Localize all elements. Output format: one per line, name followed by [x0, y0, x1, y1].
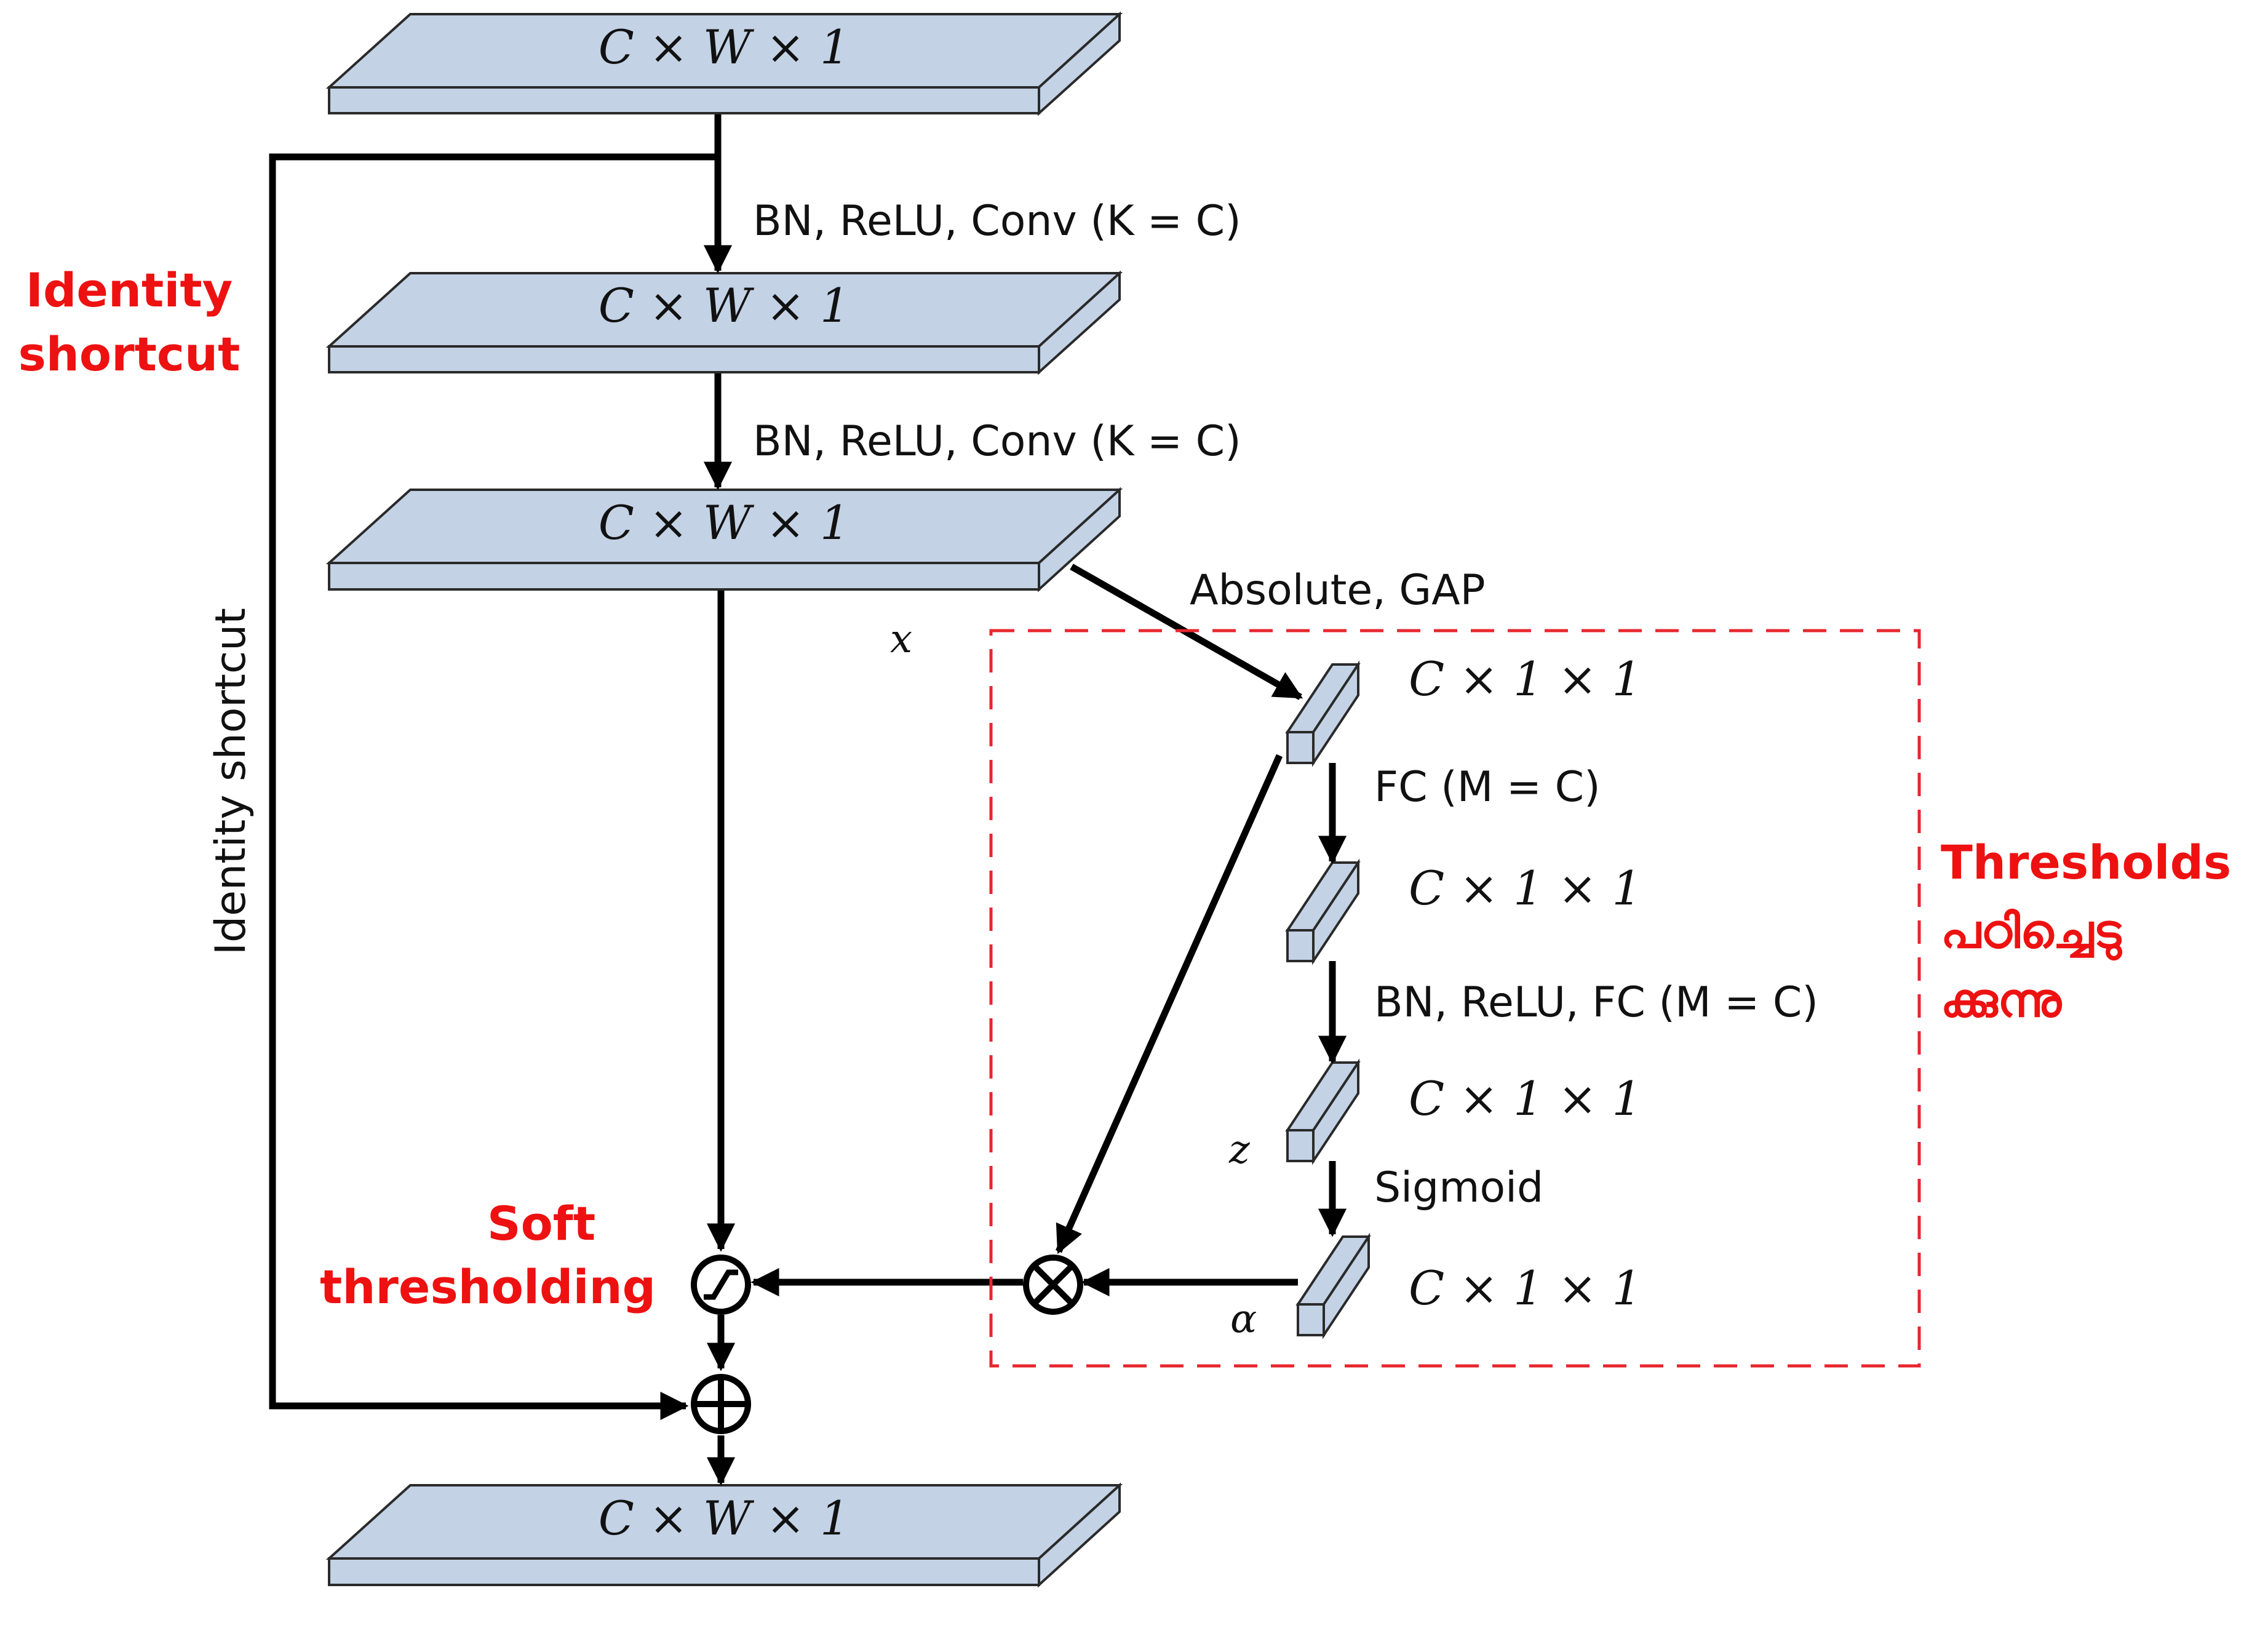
step-sigmoid-label: Sigmoid	[1374, 1163, 1543, 1212]
fc1-out-dims: C × 1 × 1	[1409, 861, 1642, 916]
sigmoid-out-dims: C × 1 × 1	[1409, 1261, 1642, 1315]
main-path-arrows	[703, 114, 736, 1486]
soft-threshold-icon	[691, 1255, 751, 1315]
fc2-out-dims: C × 1 × 1	[1409, 1071, 1642, 1126]
step-abs-gap-label: Absolute, GAP	[1190, 566, 1486, 615]
variable-z: z	[1228, 1127, 1251, 1173]
variable-x: x	[890, 616, 912, 662]
block-output: C × W × 1	[325, 1482, 1123, 1588]
step-fc1-label: FC (M = C)	[1374, 763, 1601, 812]
block-conv2-out-label: C × W × 1	[599, 495, 850, 550]
threshold-learning-box	[989, 629, 1921, 1368]
annotation-identity-line2: shortcut	[18, 327, 241, 381]
multiply-icon	[1023, 1255, 1083, 1315]
threshold-branch-arrows	[750, 564, 1347, 1297]
block-input-label: C × W × 1	[599, 20, 850, 74]
arrow-gap-to-multiply	[1055, 754, 1283, 1255]
bar-fc1-out	[1285, 858, 1361, 965]
add-icon	[691, 1374, 751, 1434]
block-conv2-out: C × W × 1	[325, 487, 1123, 593]
bar-fc2-out	[1285, 1058, 1361, 1165]
block-conv1-out-label: C × W × 1	[599, 278, 850, 333]
annotation-thresholds-line3: ക്കുന്നു	[1941, 973, 2062, 1027]
annotation-soft-line1: Soft	[487, 1196, 595, 1251]
step-conv1-label: BN, ReLU, Conv (K = C)	[753, 197, 1241, 245]
annotation-thresholds-line1: Thresholds	[1941, 835, 2231, 890]
bar-gap-out	[1285, 660, 1361, 767]
annotation-identity-line1: Identity	[26, 263, 233, 317]
bar-sigmoid-out	[1295, 1232, 1371, 1339]
identity-shortcut-path	[269, 153, 718, 1421]
step-conv2-label: BN, ReLU, Conv (K = C)	[753, 417, 1241, 466]
block-input: C × W × 1	[325, 11, 1123, 116]
annotation-soft-line2: thresholding	[320, 1259, 656, 1314]
step-fc2-label: BN, ReLU, FC (M = C)	[1374, 978, 1818, 1027]
annotation-thresholds-line2: പഠിച്ചെടു	[1941, 904, 2123, 961]
variable-alpha: α	[1230, 1296, 1257, 1342]
block-conv1-out: C × W × 1	[325, 270, 1123, 375]
identity-shortcut-label: Identity shortcut	[207, 608, 255, 955]
block-output-label: C × W × 1	[599, 1491, 850, 1546]
gap-out-dims: C × 1 × 1	[1409, 652, 1642, 706]
